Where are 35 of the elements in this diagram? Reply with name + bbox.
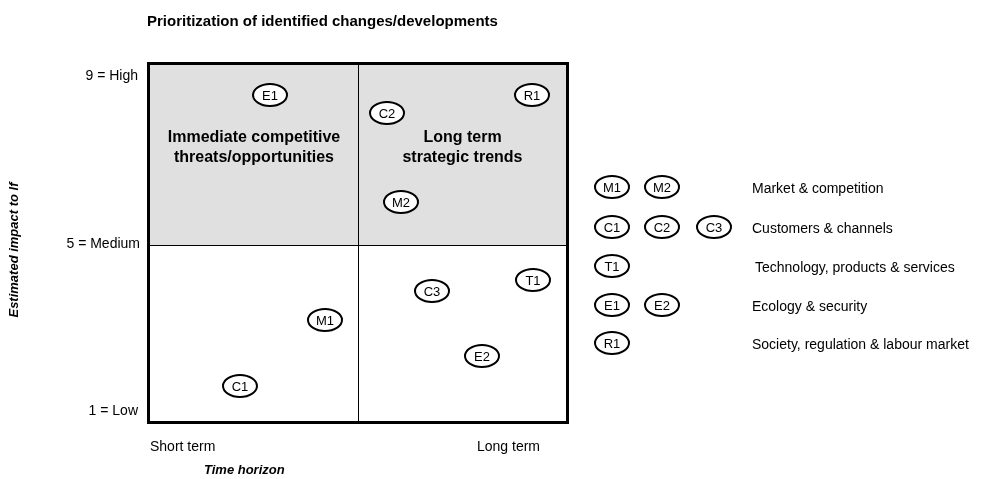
- code-oval: C2: [369, 101, 405, 125]
- code-oval: C3: [414, 279, 450, 303]
- code-oval: R1: [514, 83, 550, 107]
- code-oval: C1: [222, 374, 258, 398]
- code-oval: C2: [644, 215, 680, 239]
- category-label: Technology, products & services: [755, 258, 955, 277]
- axis-tick-label: Short term: [150, 437, 216, 456]
- code-oval: E1: [252, 83, 288, 107]
- category-label: Ecology & security: [752, 297, 868, 316]
- quadrant-title: Long term strategic trends: [401, 127, 524, 167]
- code-oval: E1: [594, 293, 630, 317]
- code-oval: R1: [594, 331, 630, 355]
- axis-title: Estimated impact to If: [5, 182, 23, 318]
- axis-tick-label: Long term: [477, 437, 541, 456]
- quadrant-box: [358, 245, 566, 421]
- category-label: Market & competition: [752, 179, 884, 198]
- chart-title: Prioritization of identified changes/developments: [147, 11, 498, 31]
- code-oval: T1: [594, 254, 630, 278]
- quadrant-title: Immediate competitive threats/opportunities: [166, 127, 342, 167]
- quadrant-box: [150, 65, 358, 245]
- code-oval: T1: [515, 268, 551, 292]
- code-oval: M1: [307, 308, 343, 332]
- code-oval: M1: [594, 175, 630, 199]
- code-oval: C3: [696, 215, 732, 239]
- axis-tick-label: 1 = Low: [87, 401, 138, 420]
- axis-title: Time horizon: [204, 461, 285, 479]
- code-oval: C1: [594, 215, 630, 239]
- code-oval: M2: [383, 190, 419, 214]
- quadrant-box: [358, 65, 566, 245]
- category-label: Customers & channels: [752, 219, 893, 238]
- category-label: Society, regulation & labour market: [752, 335, 969, 354]
- code-oval: M2: [644, 175, 680, 199]
- code-oval: E2: [464, 344, 500, 368]
- code-oval: E2: [644, 293, 680, 317]
- axis-tick-label: 9 = High: [84, 66, 138, 85]
